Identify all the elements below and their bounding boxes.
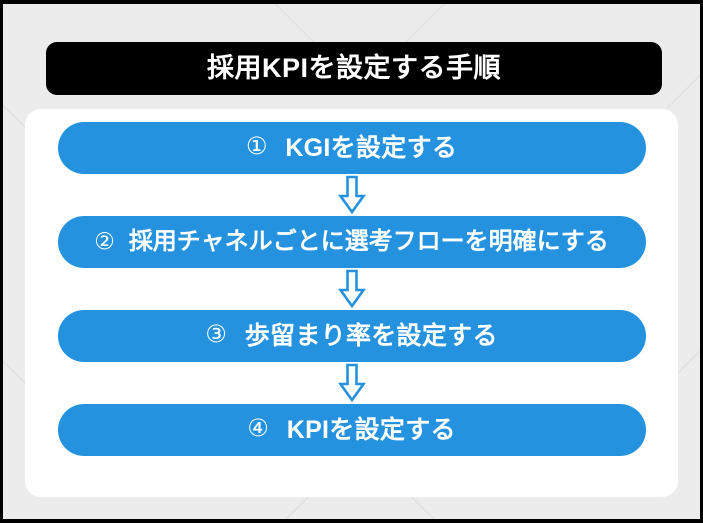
step-label-4: KPIを設定する <box>286 415 456 444</box>
flow-panel: ① KGIを設定する ② 採用チャネルごとに選考フローを明確にする ③ 歩留まり… <box>25 109 678 497</box>
down-arrow-icon-2 <box>332 268 372 310</box>
step-label-2: 採用チャネルごとに選考フローを明確にする <box>128 228 609 255</box>
flow-step-2[interactable]: ② 採用チャネルごとに選考フローを明確にする <box>57 216 646 268</box>
flow-step-4[interactable]: ④ KPIを設定する <box>57 404 646 456</box>
step-number-2: ② <box>94 227 115 254</box>
down-arrow-icon-1 <box>332 174 372 216</box>
flow-step-3[interactable]: ③ 歩留まり率を設定する <box>57 310 646 362</box>
title-bar: 採用KPIを設定する手順 <box>46 42 662 95</box>
step-label-3: 歩留まり率を設定する <box>244 321 498 350</box>
flow-step-list: ① KGIを設定する ② 採用チャネルごとに選考フローを明確にする ③ 歩留まり… <box>25 109 678 497</box>
step-label-1: KGIを設定する <box>285 133 458 162</box>
step-number-4: ④ <box>247 415 269 442</box>
page-title: 採用KPIを設定する手順 <box>206 53 501 83</box>
flow-step-1[interactable]: ① KGIを設定する <box>57 122 646 174</box>
step-number-1: ① <box>245 133 268 160</box>
down-arrow-icon-3 <box>332 362 372 404</box>
step-number-3: ③ <box>205 321 227 348</box>
